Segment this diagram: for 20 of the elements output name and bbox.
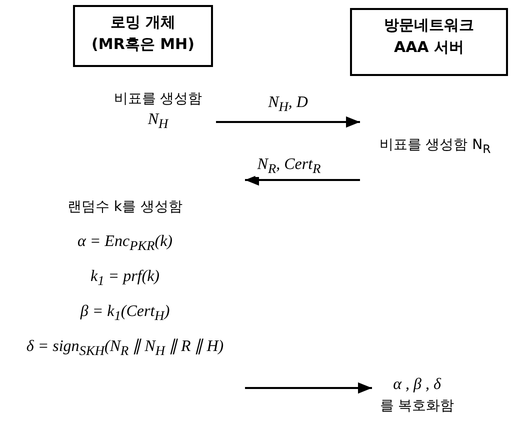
- entity-title: 로밍 개체: [110, 12, 176, 32]
- step-text: N$_{H}$: [148, 110, 168, 134]
- formula-text: β = k$_{1}$(Cert$_{H}$): [80, 302, 170, 326]
- edge-label: N$_{R}$, Cert$_{R}$: [255, 156, 323, 178]
- step-text: 비표를 생성함: [114, 90, 202, 109]
- entity-title: (MR혹은 MH): [92, 34, 194, 54]
- formula-text: α = Enc$_{PK}$$_{R}$(k): [77, 232, 173, 256]
- step-text: 비표를 생성함 N$_{R}$: [379, 136, 491, 158]
- formula-text: δ = sign$_{SK}$$_{H}$(N$_{R}$ ∥ N$_{H}$ ∥ R ∥ H): [26, 337, 224, 360]
- entity-box: [73, 5, 213, 67]
- computation-text: 랜덤수 k를 생성함: [67, 198, 182, 217]
- entity-title: 방문네트워크: [384, 15, 474, 35]
- step-text: 를 복호화함: [380, 397, 454, 416]
- formula-text: k$_{1}$ = prf(k): [90, 267, 160, 290]
- arrow: [216, 116, 360, 128]
- entity-box: [350, 8, 508, 76]
- arrow: [245, 174, 360, 186]
- entity-title: AAA 서버: [394, 37, 464, 57]
- symbol-text: α , β , δ: [393, 375, 441, 395]
- arrow: [245, 382, 372, 394]
